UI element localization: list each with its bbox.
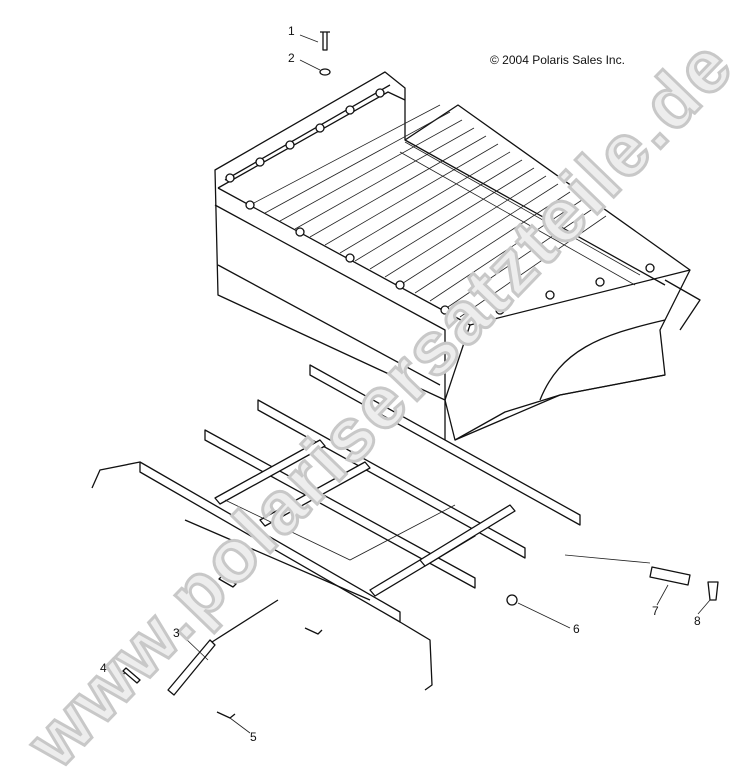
knob-part-6 [506,594,518,606]
cargo-frame [91,364,581,691]
bolt-part-8 [707,581,719,601]
parts [122,31,719,719]
leader-lines [109,34,711,734]
callout-5: 5 [250,730,257,744]
copyright-notice: © 2004 Polaris Sales Inc. [490,53,625,67]
callout-8: 8 [694,614,701,628]
callout-1: 1 [288,24,295,38]
callout-3: 3 [173,626,180,640]
clip-part-5 [216,711,236,719]
cargo-box [214,71,701,441]
bolt-part-1 [320,31,330,51]
callout-2: 2 [288,51,295,65]
callout-4: 4 [100,661,107,675]
callout-7: 7 [652,604,659,618]
pin-part-4 [122,667,141,684]
callout-6: 6 [573,622,580,636]
nut-part-2 [319,68,331,76]
gas-spring-part-3 [167,639,216,696]
sleeve-part-7 [649,566,691,586]
